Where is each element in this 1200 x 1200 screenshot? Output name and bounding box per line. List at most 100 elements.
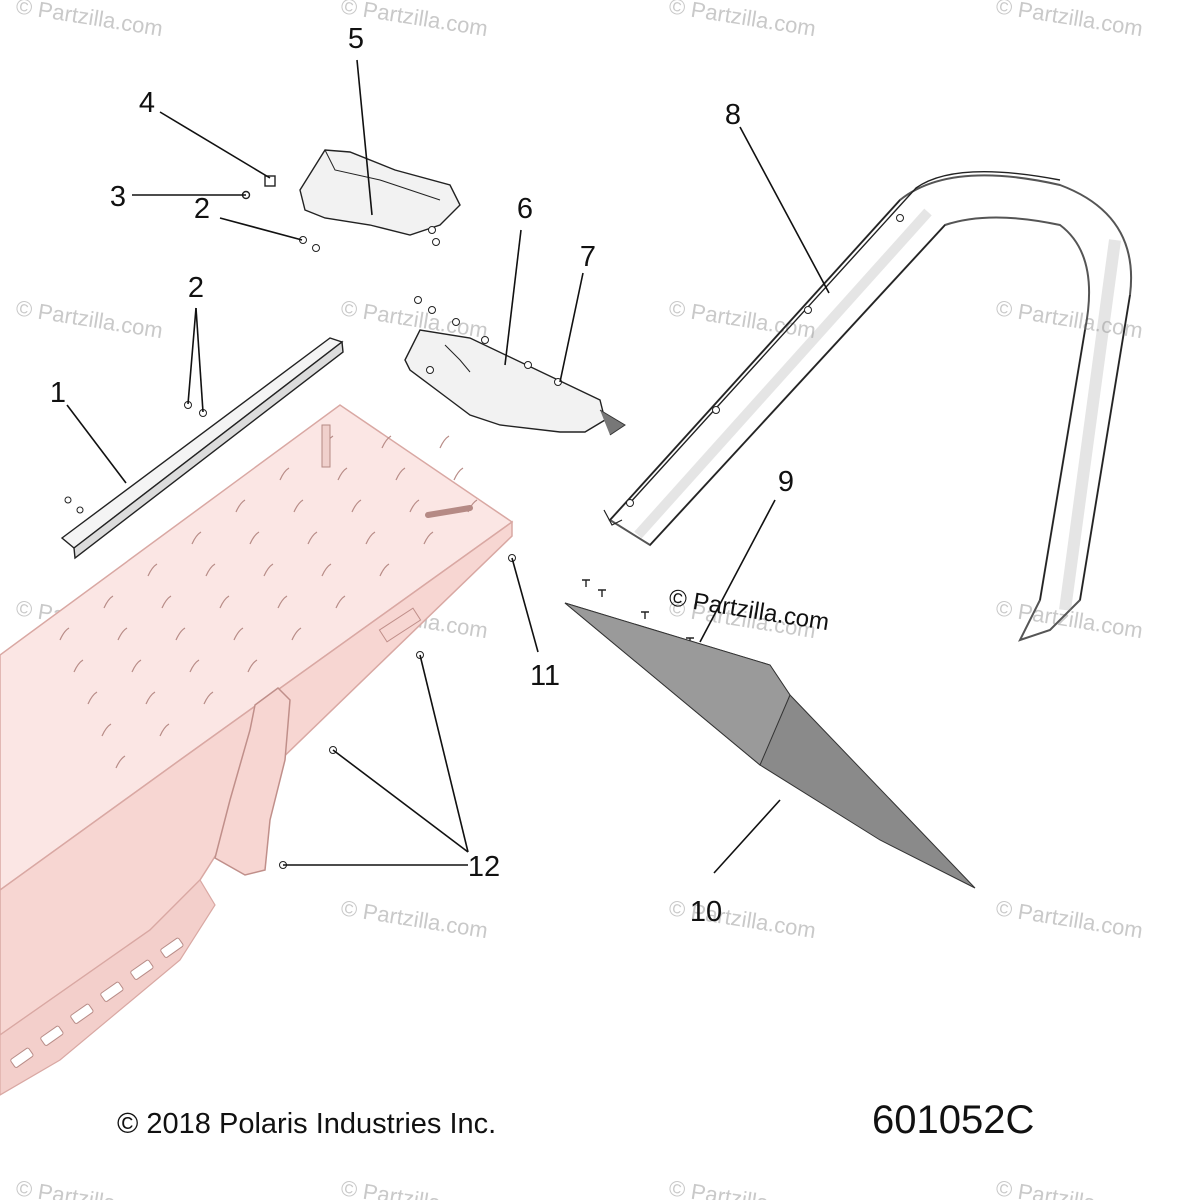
watermark-text: © Partzilla.com xyxy=(667,295,817,343)
watermark-text: © Partzilla.com xyxy=(14,0,164,41)
tunnel-louver xyxy=(337,467,348,481)
tunnel-post xyxy=(321,424,331,468)
leader-lines xyxy=(66,59,830,874)
tunnel-louver xyxy=(293,499,304,513)
tunnel-louver xyxy=(395,467,406,481)
tunnel-louver xyxy=(233,627,244,641)
watermark-text: © Partzilla.com xyxy=(14,1175,164,1200)
copyright-text: © 2018 Polaris Industries Inc. xyxy=(117,1108,496,1140)
tunnel-louver xyxy=(277,595,288,609)
tunnel-louver xyxy=(73,659,84,673)
tunnel-louver xyxy=(175,627,186,641)
part-6-mounting-bolts xyxy=(414,296,489,374)
tunnel-badge xyxy=(378,607,422,643)
tunnel-louver xyxy=(191,531,202,545)
part-7-bolts xyxy=(524,361,562,386)
tunnel-assembly xyxy=(0,404,514,1096)
rail-cutout xyxy=(160,937,184,958)
part-8-guard xyxy=(603,171,1133,642)
callout-5: 5 xyxy=(348,23,364,55)
part-5-cover xyxy=(299,149,461,246)
tunnel-louver xyxy=(87,691,98,705)
rail-cutout xyxy=(100,981,124,1002)
rivet xyxy=(582,579,590,587)
callout-2-lower: 2 xyxy=(188,272,204,304)
callout-11: 11 xyxy=(530,660,560,692)
watermark-text: © Partzilla.com xyxy=(14,295,164,343)
bracket-bolt xyxy=(426,366,434,374)
tunnel-louver xyxy=(263,563,274,577)
tunnel-louver xyxy=(189,659,200,673)
watermark-text: © Partzilla.com xyxy=(339,895,489,943)
watermark-text: © Partzilla.com xyxy=(994,1175,1144,1200)
rivet xyxy=(641,611,649,619)
bracket-bolt xyxy=(452,318,460,326)
tunnel-louver xyxy=(365,531,376,545)
tunnel-louver xyxy=(131,659,142,673)
tunnel-louver xyxy=(335,595,346,609)
tunnel-rail xyxy=(0,879,216,1096)
rear-suspension-bracket xyxy=(214,687,291,876)
tunnel-louver xyxy=(159,723,170,737)
rail-cutout xyxy=(70,1003,94,1024)
callout-7: 7 xyxy=(580,241,596,273)
bracket-bolt xyxy=(414,296,422,304)
tunnel-rail-cutouts xyxy=(10,937,184,1068)
tunnel-louver xyxy=(235,499,246,513)
watermark-text: © Partzilla.com xyxy=(994,295,1144,343)
watermark-text: © Partzilla.com xyxy=(667,1175,817,1200)
watermark-text: © Partzilla.com xyxy=(994,0,1144,41)
callout-1: 1 xyxy=(50,377,66,409)
tunnel-louver xyxy=(59,627,70,641)
part-10-flap xyxy=(564,602,976,889)
tunnel-louver xyxy=(381,435,392,449)
callout-10: 10 xyxy=(690,896,722,928)
tunnel-louver xyxy=(247,659,258,673)
tunnel-louver xyxy=(203,691,214,705)
part-1-rail xyxy=(60,337,344,560)
tunnel-louver xyxy=(147,563,158,577)
rail-cutout xyxy=(40,1025,64,1046)
callout-6: 6 xyxy=(517,193,533,225)
callout-8: 8 xyxy=(725,99,741,131)
tunnel-louver xyxy=(351,499,362,513)
tunnel-louver xyxy=(249,531,260,545)
callout-2-upper: 2 xyxy=(194,193,210,225)
tunnel-louver xyxy=(439,435,450,449)
tunnel-louver xyxy=(103,595,114,609)
tunnel-louver xyxy=(423,531,434,545)
tunnel-louver xyxy=(279,467,290,481)
callout-4: 4 xyxy=(139,87,155,119)
tunnel-louver xyxy=(115,755,126,769)
part-4-nut xyxy=(264,175,276,187)
tunnel-louver xyxy=(145,691,156,705)
tunnel-bar xyxy=(425,505,473,518)
bracket-bolt xyxy=(481,336,489,344)
tunnel-louver xyxy=(205,563,216,577)
tunnel-louver xyxy=(379,563,390,577)
callout-12: 12 xyxy=(468,851,500,883)
rail-cutout xyxy=(10,1047,34,1068)
callout-9: 9 xyxy=(778,466,794,498)
callout-labels: 1 2 2 3 4 5 6 7 8 9 10 11 12 xyxy=(50,23,794,928)
watermark-text: © Partzilla.com xyxy=(339,1175,489,1200)
tunnel-louver xyxy=(161,595,172,609)
tunnel-louver xyxy=(321,563,332,577)
rail-cutout xyxy=(130,959,154,980)
tunnel-louver xyxy=(291,627,302,641)
tunnel-louver xyxy=(307,531,318,545)
bracket-bolt xyxy=(428,306,436,314)
tunnel-louver xyxy=(117,627,128,641)
tunnel-louver xyxy=(409,499,420,513)
part-6-bracket xyxy=(404,296,626,436)
watermark-text: © Partzilla.com xyxy=(339,295,489,343)
tunnel-louver xyxy=(101,723,112,737)
part-2-bolts xyxy=(184,236,320,417)
watermark-text: © Partzilla.com xyxy=(994,895,1144,943)
callout-3: 3 xyxy=(110,181,126,213)
watermark-text: © Partzilla.com xyxy=(667,0,817,41)
diagram-number: 601052C xyxy=(872,1098,1034,1142)
tunnel-louver xyxy=(453,467,464,481)
tunnel-louvers xyxy=(59,435,478,769)
